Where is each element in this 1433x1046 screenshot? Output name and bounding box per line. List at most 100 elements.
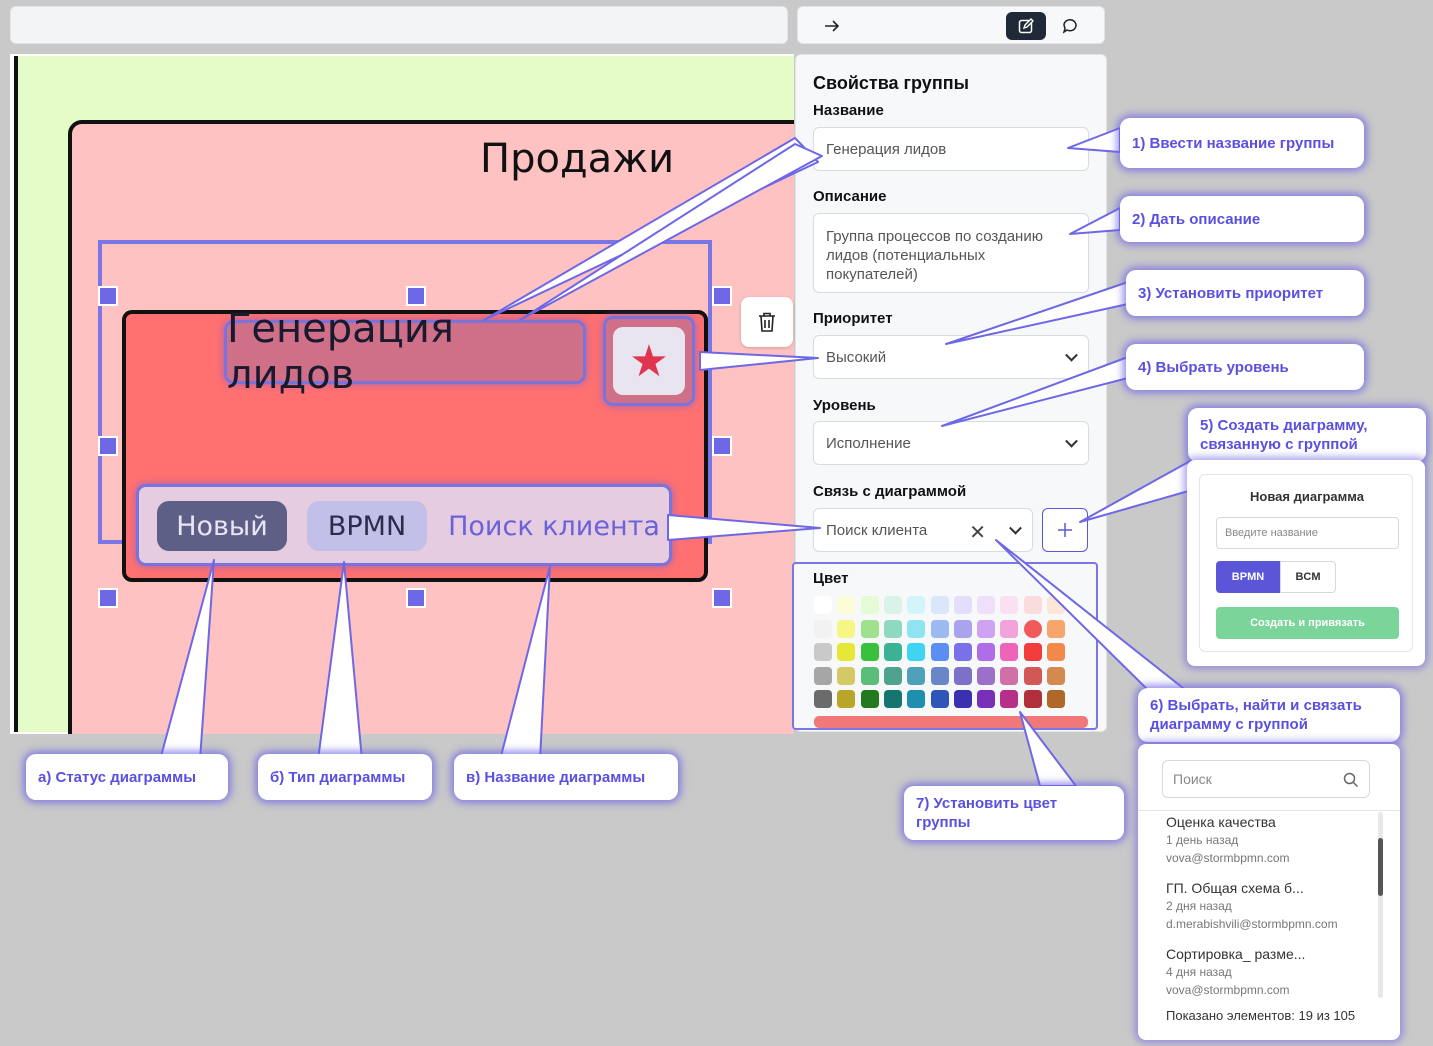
divider (1138, 810, 1400, 811)
color-swatch[interactable] (1047, 666, 1065, 685)
list-item[interactable]: ГП. Общая схема б... 2 дня назад d.merab… (1138, 878, 1378, 940)
description-textarea[interactable]: Группа процессов по созданию лидов (поте… (813, 213, 1089, 293)
resize-handle[interactable] (712, 286, 732, 306)
diagram-link-label: Связь с диаграммой (813, 483, 967, 500)
color-swatch[interactable] (1047, 643, 1065, 661)
color-swatch[interactable] (977, 596, 996, 614)
diagram-search-dropdown: Поиск Оценка качества 1 день назад vova@… (1138, 744, 1400, 1040)
plus-icon (1058, 523, 1072, 537)
color-swatch[interactable] (907, 596, 926, 614)
priority-marker: ★ (603, 316, 695, 406)
color-swatch[interactable] (837, 596, 856, 614)
color-swatch[interactable] (1000, 596, 1019, 614)
color-swatch[interactable] (860, 666, 879, 685)
color-swatch[interactable] (953, 666, 972, 685)
trash-icon (759, 312, 775, 332)
diagram-name-link[interactable]: Поиск клиента (448, 510, 660, 542)
resize-handle[interactable] (712, 436, 732, 456)
edit-icon[interactable] (1006, 12, 1046, 40)
create-and-link-button[interactable]: Создать и привязать (1216, 607, 1399, 639)
color-swatch[interactable] (814, 690, 832, 708)
level-select[interactable]: Исполнение (813, 421, 1089, 465)
name-input[interactable]: Генерация лидов (813, 127, 1089, 171)
color-swatch[interactable] (860, 596, 879, 614)
color-swatch[interactable] (930, 666, 949, 685)
color-swatch[interactable] (1023, 596, 1042, 614)
search-icon (1343, 772, 1359, 788)
color-swatch[interactable] (907, 690, 926, 708)
resize-handle[interactable] (712, 588, 732, 608)
color-swatch[interactable] (814, 666, 832, 685)
color-swatch[interactable] (860, 690, 879, 708)
callout-7: 7) Установить цвет группы (904, 786, 1124, 840)
color-swatch[interactable] (837, 643, 856, 661)
color-swatch[interactable] (1047, 690, 1065, 708)
resize-handle[interactable] (98, 286, 118, 306)
color-swatch[interactable] (977, 666, 996, 685)
color-swatch[interactable] (930, 596, 949, 614)
color-swatch[interactable] (907, 643, 926, 661)
priority-select[interactable]: Высокий (813, 335, 1089, 379)
color-swatch[interactable] (953, 619, 972, 638)
diagram-search-input[interactable]: Поиск (1162, 760, 1370, 798)
color-swatch[interactable] (953, 596, 972, 614)
delete-button[interactable] (741, 297, 793, 347)
color-swatch[interactable] (1023, 619, 1042, 638)
color-swatch[interactable] (930, 619, 949, 638)
color-swatch[interactable] (1000, 619, 1019, 638)
color-swatch[interactable] (907, 666, 926, 685)
callout-5: 5) Создать диаграмму, связанную с группо… (1188, 408, 1426, 462)
status-badge: Новый (157, 501, 287, 551)
color-swatch[interactable] (1023, 643, 1042, 661)
color-swatch[interactable] (883, 643, 902, 661)
resize-handle[interactable] (98, 588, 118, 608)
color-swatch[interactable] (883, 619, 902, 638)
color-swatch[interactable] (814, 596, 832, 614)
color-label: Цвет (813, 570, 849, 587)
color-swatch[interactable] (977, 619, 996, 638)
color-swatch[interactable] (1047, 596, 1065, 614)
priority-value: Высокий (826, 348, 887, 366)
color-swatch[interactable] (1000, 690, 1019, 708)
color-swatch[interactable] (953, 690, 972, 708)
color-swatch[interactable] (1047, 619, 1065, 638)
color-swatch[interactable] (837, 690, 856, 708)
scrollbar-track[interactable] (1378, 812, 1383, 998)
color-swatch[interactable] (930, 690, 949, 708)
color-swatch[interactable] (883, 690, 902, 708)
color-swatch[interactable] (1000, 643, 1019, 661)
diagram-link-select[interactable]: Поиск клиента ✕ (813, 508, 1033, 552)
color-swatch[interactable] (883, 596, 902, 614)
color-swatch[interactable] (883, 666, 902, 685)
color-swatch[interactable] (837, 666, 856, 685)
clear-icon[interactable]: ✕ (969, 522, 986, 544)
color-swatch[interactable] (1023, 666, 1042, 685)
scrollbar-thumb[interactable] (1378, 838, 1383, 896)
color-swatch[interactable] (860, 619, 879, 638)
color-swatch[interactable] (814, 619, 832, 638)
list-item[interactable]: Сортировка_ разме... 4 дня назад vova@st… (1138, 944, 1378, 1006)
resize-handle[interactable] (406, 588, 426, 608)
comments-icon[interactable] (1050, 12, 1090, 40)
color-swatch[interactable] (1023, 690, 1042, 708)
color-swatch[interactable] (837, 619, 856, 638)
color-swatch[interactable] (977, 690, 996, 708)
diagram-name-input[interactable]: Введите название (1216, 517, 1399, 549)
color-swatch[interactable] (814, 643, 832, 661)
color-swatch[interactable] (860, 643, 879, 661)
color-swatch[interactable] (907, 619, 926, 638)
diagram-author: d.merabishvili@stormbpmn.com (1166, 917, 1338, 931)
list-item[interactable]: Оценка качества 1 день назад vova@stormb… (1138, 812, 1378, 874)
type-bpmn-button[interactable]: BPMN (1216, 561, 1280, 593)
add-diagram-button[interactable] (1042, 508, 1088, 552)
color-swatch[interactable] (953, 643, 972, 661)
color-swatch[interactable] (930, 643, 949, 661)
color-swatch[interactable] (1000, 666, 1019, 685)
color-swatch[interactable] (977, 643, 996, 661)
diagram-title: Оценка качества (1166, 814, 1276, 830)
selected-color-bar (814, 716, 1088, 728)
resize-handle[interactable] (406, 286, 426, 306)
arrow-right-icon[interactable] (812, 12, 852, 40)
type-bcm-button[interactable]: BCM (1280, 561, 1336, 593)
resize-handle[interactable] (98, 436, 118, 456)
